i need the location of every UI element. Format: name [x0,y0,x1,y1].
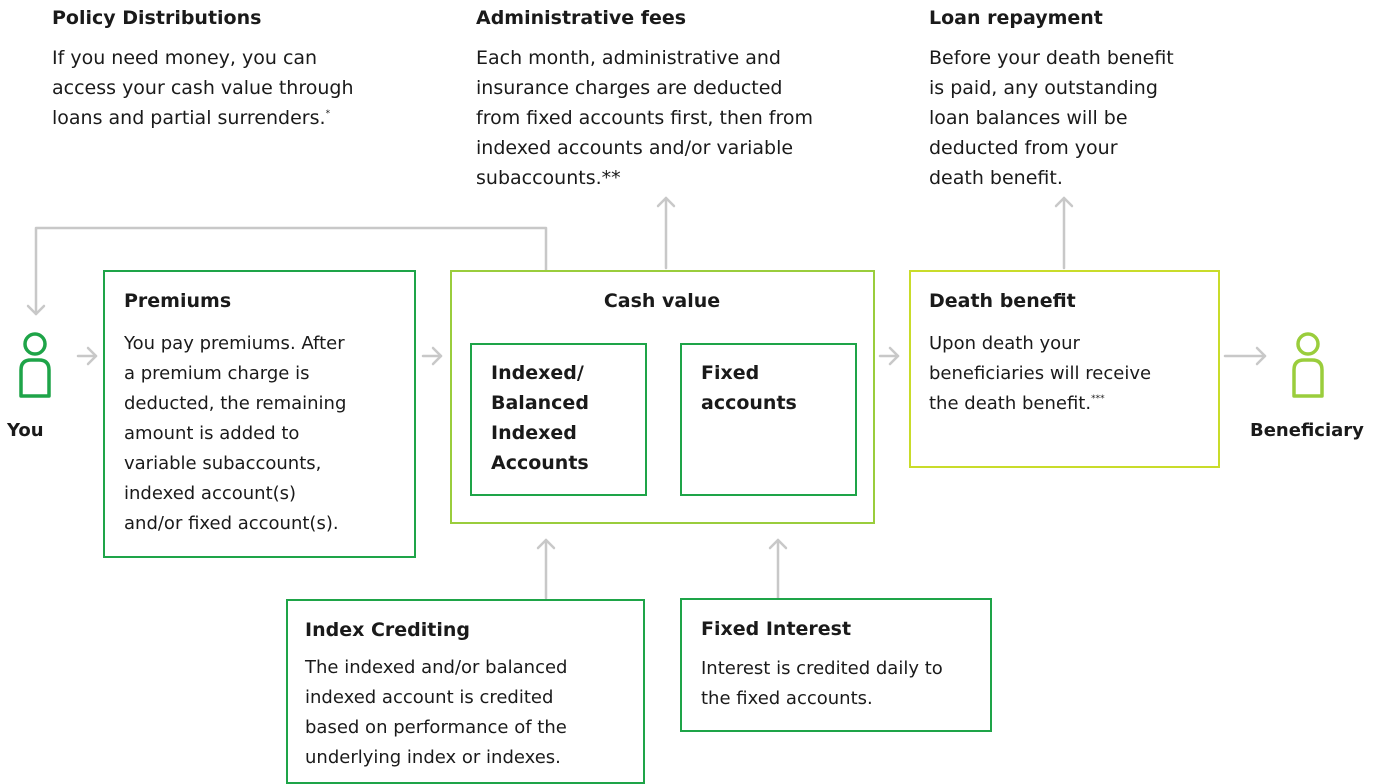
premiums-line: a premium charge is [124,363,310,384]
loan-repayment-line: Before your death benefit [929,47,1174,69]
index-crediting-title: Index Crediting [305,619,470,641]
index-crediting-box: Index Crediting The indexed and/or balan… [286,599,645,784]
loan-repayment-line: deducted from your [929,137,1118,159]
beneficiary-label: Beneficiary [1250,420,1364,441]
arrow-cash-to-death [888,346,900,366]
policy-distributions-line: loans and partial surrenders. [52,107,326,129]
arrow-interest-to-cash [768,538,788,550]
fixed-accounts-box: Fixed accounts [680,343,857,496]
fixed-interest-box: Fixed Interest Interest is credited dail… [680,598,992,732]
arrow-premiums-to-cash [431,346,443,366]
administrative-fees-line: subaccounts.** [476,167,621,189]
arrow-to-loan-repayment [1054,196,1074,208]
indexed-accounts-line: Accounts [491,452,589,474]
index-crediting-line: indexed account is credited [305,687,554,708]
distribution-loop-line [34,226,548,316]
administrative-fees-title: Administrative fees [476,7,687,29]
premiums-line: deducted, the remaining [124,393,347,414]
administrative-fees-line: insurance charges are deducted [476,77,783,99]
administrative-fees-line: from fixed accounts first, then from [476,107,813,129]
death-benefit-line: the death benefit. [929,393,1092,414]
death-benefit-title: Death benefit [929,290,1076,312]
premiums-line: You pay premiums. After [124,333,345,354]
premiums-title: Premiums [124,290,232,312]
fixed-interest-line: the fixed accounts. [701,688,873,709]
arrow-you-to-premiums [86,346,98,366]
fixed-accounts-line: accounts [701,392,797,414]
death-benefit-line: Upon death your [929,333,1080,354]
fixed-interest-line: Interest is credited daily to [701,658,943,679]
policy-distributions-title: Policy Distributions [52,7,262,29]
administrative-fees-line: Each month, administrative and [476,47,781,69]
footnote-marker: *** [1091,394,1105,404]
premiums-line: variable subaccounts, [124,453,322,474]
footnote-marker: * [325,109,331,119]
death-benefit-box: Death benefit Upon death your beneficiar… [909,270,1220,468]
indexed-accounts-line: Indexed/ [491,362,584,384]
administrative-fees-line: indexed accounts and/or variable [476,137,794,159]
you-label: You [7,420,44,441]
premiums-line: indexed account(s) [124,483,297,504]
arrow-to-you [26,304,46,316]
premiums-box: Premiums You pay premiums. After a premi… [103,270,416,558]
arrow-to-admin-fees [656,196,676,208]
arrow-index-to-cash [536,538,556,550]
loan-repayment-line: loan balances will be [929,107,1128,129]
person-icon [19,332,51,398]
indexed-accounts-line: Balanced [491,392,589,414]
indexed-accounts-box: Indexed/ Balanced Indexed Accounts [470,343,647,496]
premiums-line: amount is added to [124,423,300,444]
loan-repayment-line: death benefit. [929,167,1063,189]
loan-repayment-title: Loan repayment [929,7,1103,29]
person-icon [1292,332,1324,398]
index-crediting-line: based on performance of the [305,717,567,738]
policy-distributions-line: If you need money, you can [52,47,318,69]
fixed-accounts-line: Fixed [701,362,760,384]
loan-repayment-line: is paid, any outstanding [929,77,1158,99]
cash-value-title: Cash value [603,290,721,312]
index-crediting-line: The indexed and/or balanced [305,657,568,678]
premiums-line: and/or fixed account(s). [124,513,339,534]
death-benefit-line: beneficiaries will receive [929,363,1152,384]
fixed-interest-title: Fixed Interest [701,618,852,640]
cash-value-box: Cash value Indexed/ Balanced Indexed Acc… [450,270,875,524]
index-crediting-line: underlying index or indexes. [305,747,561,768]
policy-distributions-line: access your cash value through [52,77,354,99]
arrow-to-beneficiary [1255,346,1267,366]
indexed-accounts-line: Indexed [491,422,577,444]
